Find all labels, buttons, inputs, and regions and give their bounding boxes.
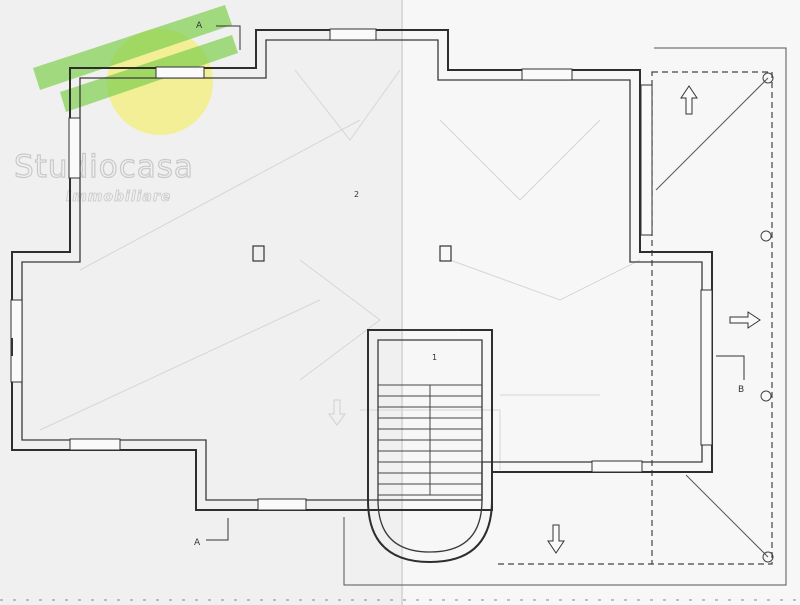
drain-circle-icon (760, 230, 772, 242)
window (591, 460, 643, 473)
section-label-a: A (196, 21, 203, 31)
watermark-stripe-bottom (60, 35, 238, 112)
page-right (402, 0, 800, 605)
drain-circle-icon (762, 551, 774, 563)
drain-circle-icon (762, 72, 774, 84)
pillar (252, 245, 265, 262)
section-marker-a-top: A (196, 21, 241, 50)
watermark-tagline: Immobiliare (66, 189, 171, 205)
section-marker-b: B (716, 355, 745, 395)
gutter-line (651, 71, 773, 565)
stairwell (367, 329, 493, 564)
section-label-b: B (738, 385, 744, 395)
window (329, 28, 377, 41)
bleed-through-lines (39, 69, 641, 470)
window (155, 66, 205, 79)
room-label-stair: 1 (432, 353, 437, 362)
window (257, 498, 307, 511)
window (700, 289, 713, 446)
roof-hip-top (655, 77, 769, 191)
drain-circle-icon (760, 390, 772, 402)
window (640, 84, 653, 236)
roof-hip-bottom (685, 474, 769, 558)
pillar (439, 245, 452, 262)
watermark-brand: Studiocasa (14, 149, 194, 185)
arrow-icon (729, 311, 761, 329)
room-label-main: 2 (354, 190, 359, 199)
arrow-icon (547, 524, 565, 554)
section-label-a: A (194, 538, 201, 548)
window (68, 117, 81, 179)
section-marker-a-bottom: A (194, 518, 229, 548)
arrow-icon (328, 399, 346, 426)
arrow-icon (680, 85, 698, 115)
window-openings (10, 28, 713, 511)
roof-outline (343, 47, 787, 586)
window (69, 438, 121, 451)
window (521, 68, 573, 81)
watermark-logo: Studiocasa Immobiliare (13, 5, 238, 205)
